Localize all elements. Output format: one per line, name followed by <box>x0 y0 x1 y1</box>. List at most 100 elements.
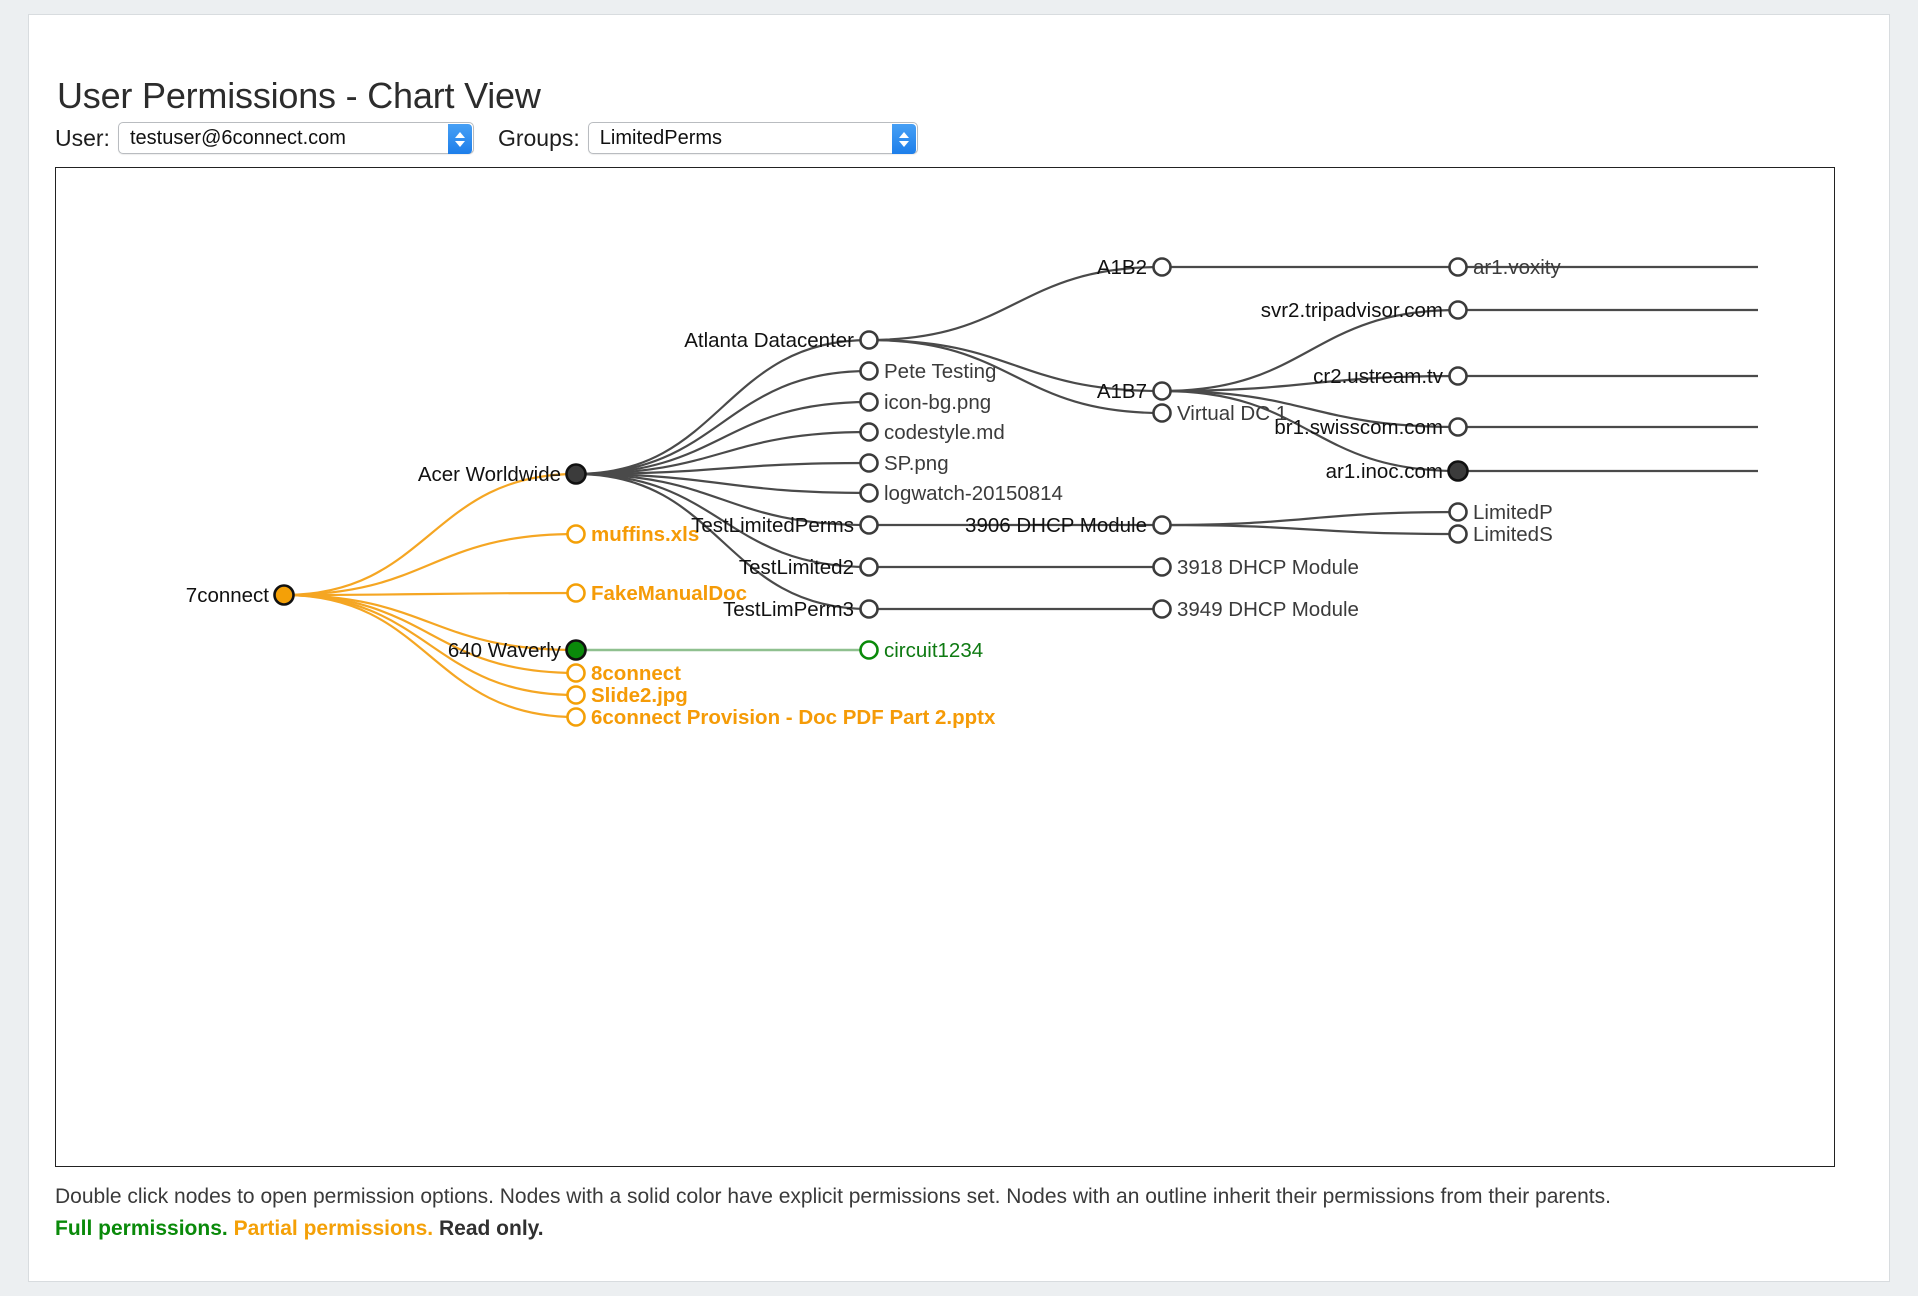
tree-node[interactable]: TestLimited2 <box>739 556 879 579</box>
tree-node[interactable]: muffins.xls <box>566 523 700 546</box>
chevron-updown-icon[interactable] <box>891 124 916 154</box>
tree-node-circle[interactable] <box>1152 381 1172 401</box>
groups-label: Groups: <box>497 124 580 151</box>
tree-node[interactable]: TestLimitedPerms <box>691 514 879 537</box>
tree-node-label: Virtual DC 1 <box>1177 402 1287 425</box>
tree-node-circle[interactable] <box>566 583 586 603</box>
tree-node[interactable]: 3906 DHCP Module <box>965 514 1172 537</box>
tree-node-label: 6connect Provision - Doc PDF Part 2.pptx <box>591 706 996 729</box>
page-title: User Permissions - Chart View <box>57 75 541 117</box>
tree-node[interactable]: 3918 DHCP Module <box>1152 556 1359 579</box>
tree-node-label: ar1.inoc.com <box>1326 460 1443 483</box>
tree-link <box>575 338 870 476</box>
tree-node[interactable]: 6connect Provision - Doc PDF Part 2.pptx <box>566 706 996 729</box>
tree-node-circle[interactable] <box>565 639 587 661</box>
tree-node-circle[interactable] <box>1448 366 1468 386</box>
tree-node-label: Slide2.jpg <box>591 684 688 707</box>
tree-link <box>283 593 577 719</box>
tree-node-label: 3949 DHCP Module <box>1177 598 1359 621</box>
tree-node[interactable]: Slide2.jpg <box>566 684 688 707</box>
tree-link <box>575 461 870 476</box>
tree-node[interactable]: svr2.tripadvisor.com <box>1261 299 1468 322</box>
tree-node[interactable]: icon-bg.png <box>859 391 992 414</box>
tree-node-circle[interactable] <box>859 330 879 350</box>
tree-node-circle[interactable] <box>859 640 879 660</box>
tree-link <box>1161 308 1459 393</box>
tree-node[interactable]: Virtual DC 1 <box>1152 402 1288 425</box>
app-panel: User Permissions - Chart View User: test… <box>28 14 1890 1282</box>
tree-node-label: cr2.ustream.tv <box>1313 365 1444 388</box>
tree-node-circle[interactable] <box>1152 403 1172 423</box>
tree-node-circle[interactable] <box>859 392 879 412</box>
tree-node-label: logwatch-20150814 <box>884 482 1063 505</box>
filter-controls: User: testuser@6connect.com Groups: Limi… <box>55 121 918 155</box>
tree-link <box>283 532 577 597</box>
tree-link <box>868 265 1163 342</box>
user-select-value: testuser@6connect.com <box>129 126 346 149</box>
tree-node-circle[interactable] <box>859 557 879 577</box>
tree-node[interactable]: 7connect <box>186 584 295 607</box>
tree-node[interactable]: Pete Testing <box>859 360 997 383</box>
tree-node[interactable]: A1B7 <box>1097 380 1172 403</box>
tree-node[interactable]: Atlanta Datacenter <box>684 329 879 352</box>
legend-full-permissions: Full permissions. <box>55 1217 228 1240</box>
tree-node[interactable]: cr2.ustream.tv <box>1313 365 1468 388</box>
tree-node-circle[interactable] <box>566 685 586 705</box>
legend-partial-permissions: Partial permissions. <box>233 1217 434 1240</box>
tree-node[interactable]: SP.png <box>859 452 949 475</box>
tree-node-circle[interactable] <box>565 463 587 485</box>
tree-node[interactable]: Acer Worldwide <box>418 463 587 486</box>
tree-node-label: Acer Worldwide <box>418 463 561 486</box>
tree-node-circle[interactable] <box>566 707 586 727</box>
user-select[interactable]: testuser@6connect.com <box>117 122 474 154</box>
tree-node-circle[interactable] <box>1448 417 1468 437</box>
tree-link <box>283 472 577 597</box>
tree-node-label: 640 Waverly <box>448 639 562 662</box>
tree-node-circle[interactable] <box>1152 599 1172 619</box>
tree-link <box>575 369 870 476</box>
tree-node-circle[interactable] <box>1447 460 1469 482</box>
groups-select-value: LimitedPerms <box>599 126 723 149</box>
tree-node[interactable]: LimitedP <box>1448 501 1553 524</box>
tree-node-circle[interactable] <box>1448 300 1468 320</box>
tree-node[interactable]: ar1.voxity <box>1448 256 1562 279</box>
tree-node-circle[interactable] <box>566 524 586 544</box>
tree-node-label: FakeManualDoc <box>591 582 747 605</box>
tree-link <box>575 472 870 495</box>
tree-node-circle[interactable] <box>566 663 586 683</box>
tree-node[interactable]: 3949 DHCP Module <box>1152 598 1359 621</box>
tree-link <box>1161 523 1459 536</box>
tree-node-circle[interactable] <box>1448 502 1468 522</box>
tree-node-circle[interactable] <box>1448 257 1468 277</box>
tree-node-circle[interactable] <box>859 483 879 503</box>
tree-node[interactable]: br1.swisscom.com <box>1274 416 1468 439</box>
tree-node[interactable]: FakeManualDoc <box>566 582 748 605</box>
tree-node-circle[interactable] <box>1152 257 1172 277</box>
tree-node[interactable]: TestLimPerm3 <box>723 598 879 621</box>
tree-node-circle[interactable] <box>859 599 879 619</box>
tree-node[interactable]: ar1.inoc.com <box>1326 460 1469 483</box>
tree-node[interactable]: 640 Waverly <box>448 639 587 662</box>
tree-node-circle[interactable] <box>1152 557 1172 577</box>
tree-node-circle[interactable] <box>859 361 879 381</box>
tree-node[interactable]: logwatch-20150814 <box>859 482 1063 505</box>
tree-node-circle[interactable] <box>859 422 879 442</box>
tree-link <box>1161 374 1459 393</box>
tree-node[interactable]: 8connect <box>566 662 682 685</box>
tree-node-circle[interactable] <box>273 584 295 606</box>
tree-link <box>575 472 870 611</box>
tree-link <box>575 472 870 527</box>
tree-node-label: Atlanta Datacenter <box>684 329 854 352</box>
tree-node[interactable]: A1B2 <box>1097 256 1172 279</box>
chevron-updown-icon[interactable] <box>447 124 472 154</box>
tree-node[interactable]: LimitedS <box>1448 523 1553 546</box>
tree-node-circle[interactable] <box>1152 515 1172 535</box>
tree-node-circle[interactable] <box>859 515 879 535</box>
tree-node[interactable]: codestyle.md <box>859 421 1005 444</box>
tree-node-circle[interactable] <box>1448 524 1468 544</box>
groups-select[interactable]: LimitedPerms <box>587 122 918 154</box>
tree-node[interactable]: circuit1234 <box>859 639 984 662</box>
tree-node-circle[interactable] <box>859 453 879 473</box>
chart-help-text: Double click nodes to open permission op… <box>55 1185 1611 1208</box>
